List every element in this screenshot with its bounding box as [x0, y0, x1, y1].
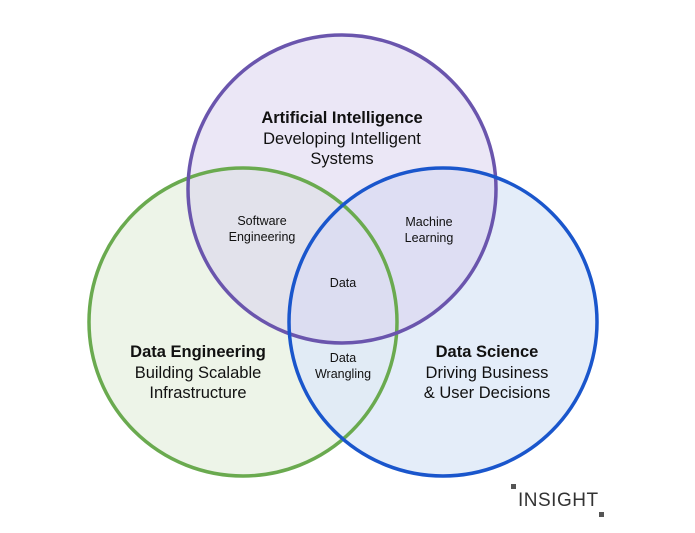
- ds-title: Data Science: [435, 343, 539, 361]
- de-label: Data Engineering Building Scalable Infra…: [130, 342, 266, 404]
- logo-corner-mark-bottom: [599, 512, 604, 517]
- insight-logo: INSIGHT: [518, 490, 599, 511]
- de-title: Data Engineering: [130, 343, 266, 361]
- ai-subtitle-2: Systems: [310, 150, 374, 169]
- de-subtitle-1: Building Scalable: [134, 363, 262, 382]
- ai-subtitle-1: Developing Intelligent: [263, 129, 421, 148]
- ds-subtitle-2: & User Decisions: [423, 384, 551, 403]
- overlap-machine-learning: Machine Learning: [404, 215, 454, 245]
- ai-title: Artificial Intelligence: [261, 109, 423, 127]
- ai-label: Artificial Intelligence Developing Intel…: [261, 108, 422, 170]
- de-subtitle-2: Infrastructure: [149, 384, 247, 403]
- overlap-data-wrangling: Data Wrangling: [314, 351, 372, 381]
- logo-corner-mark-top: [511, 484, 516, 489]
- overlap-data-center: Data: [329, 276, 357, 290]
- circle-artificial-intelligence: [188, 35, 496, 343]
- overlap-software-engineering: Software Engineering: [228, 214, 296, 244]
- ds-subtitle-1: Driving Business: [425, 363, 549, 382]
- ds-label: Data Science Driving Business & User Dec…: [424, 342, 551, 404]
